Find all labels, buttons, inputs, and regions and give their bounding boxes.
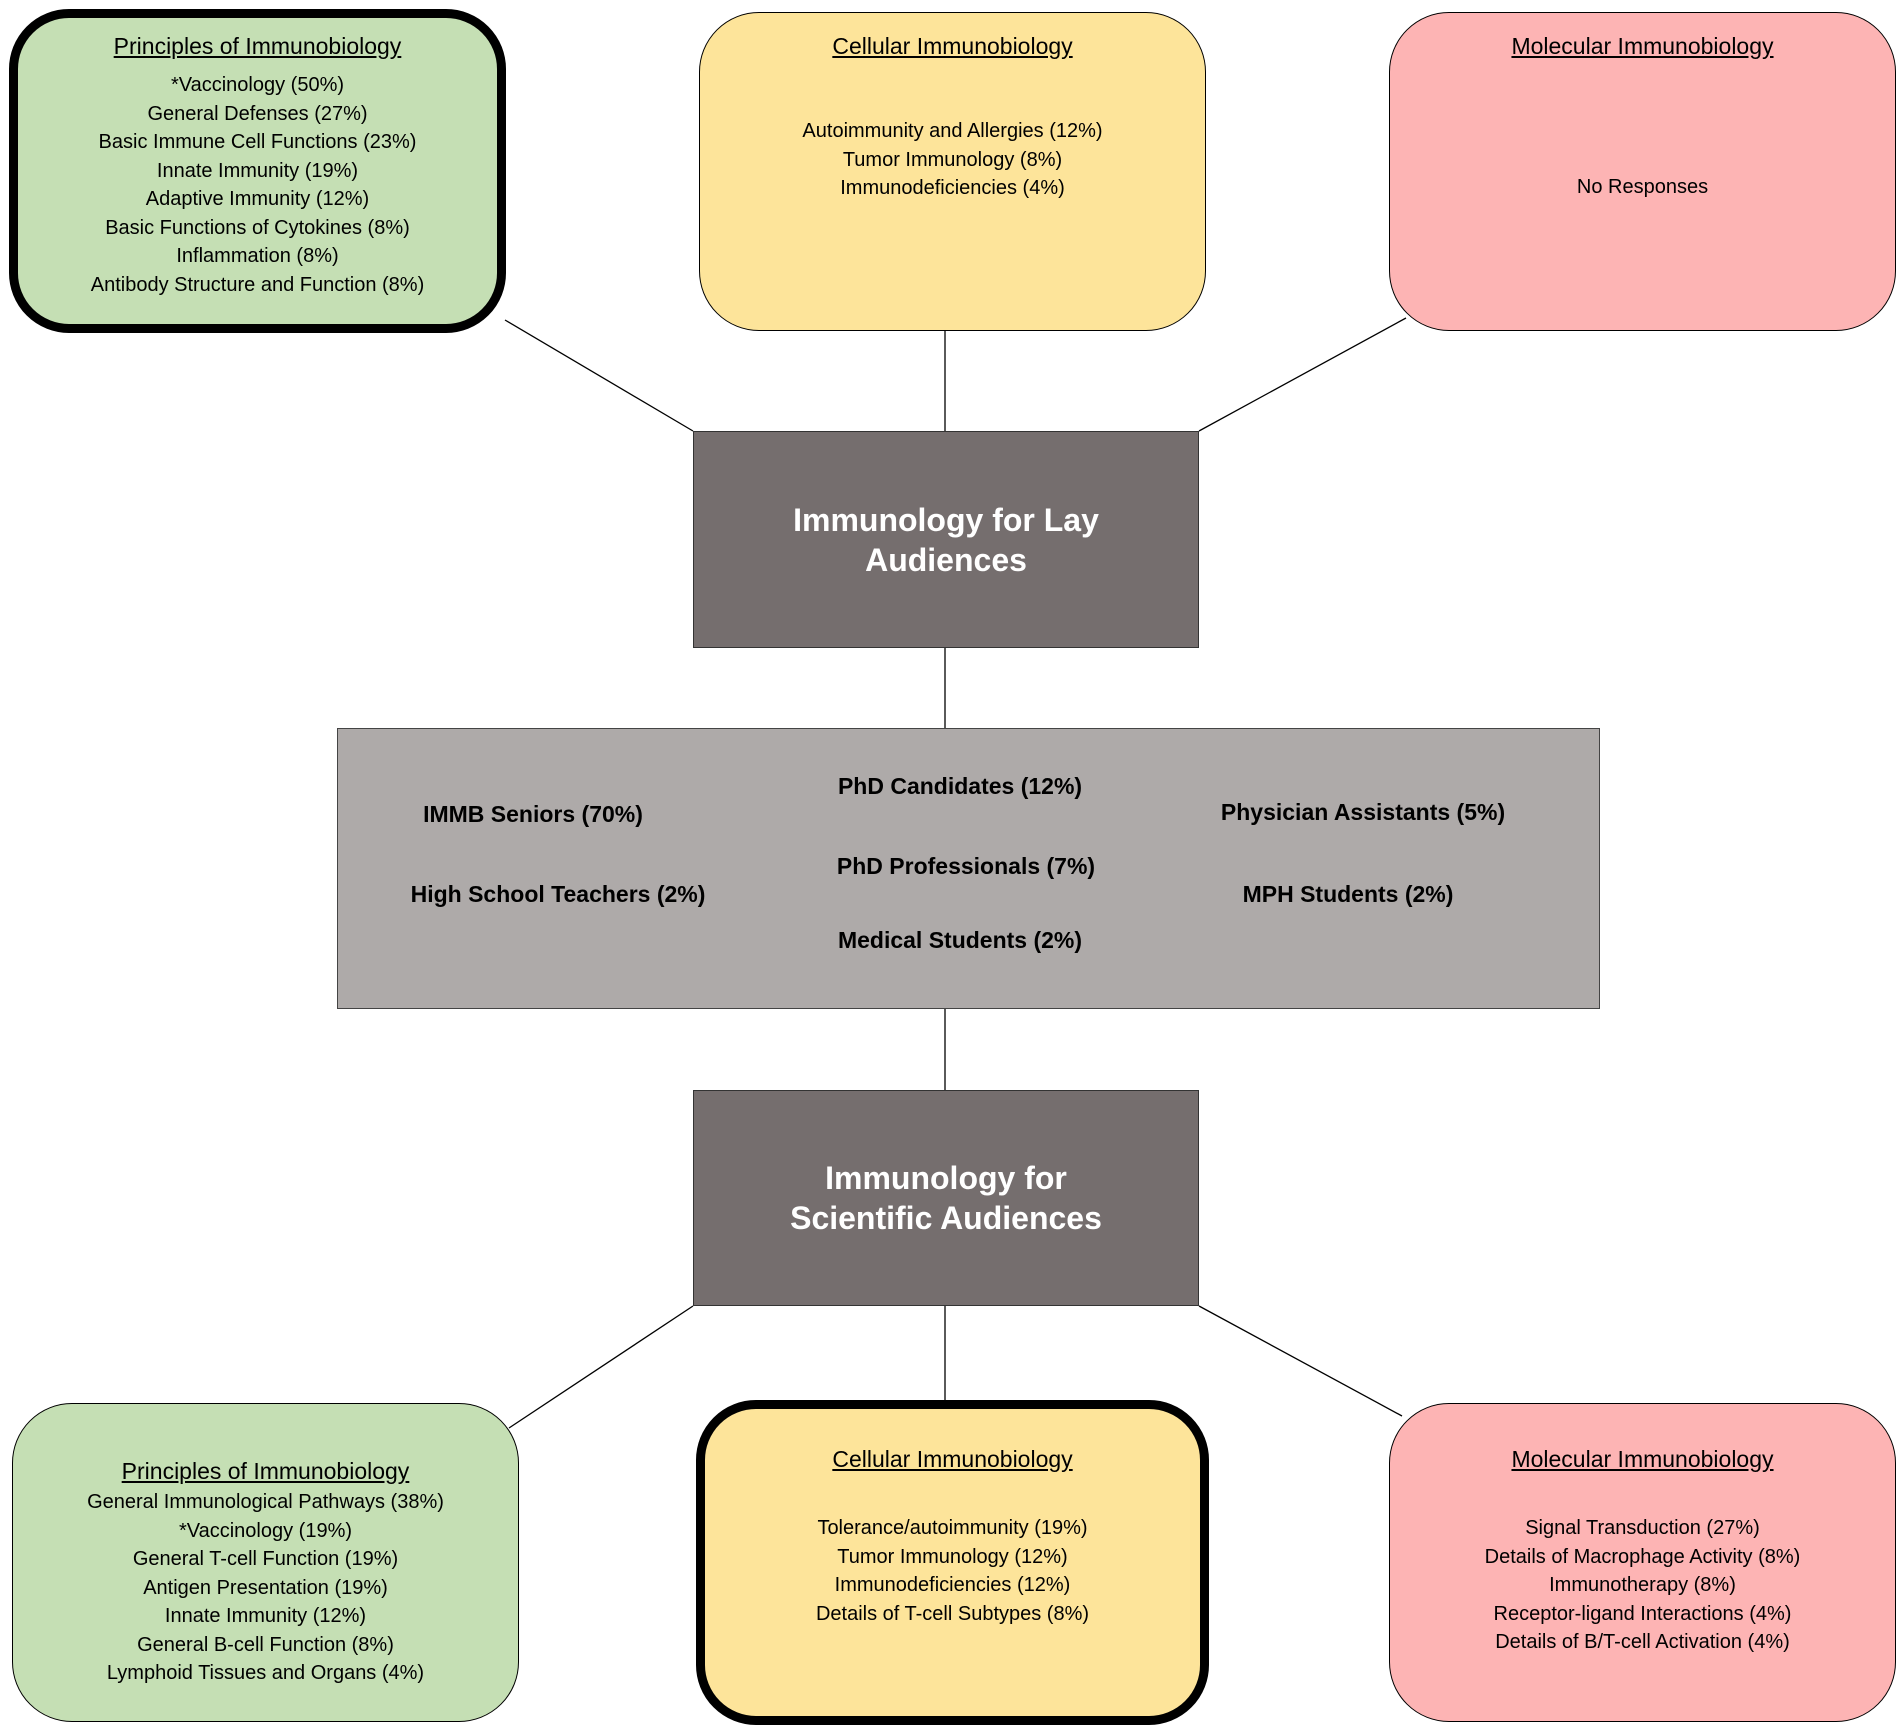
- list-item: Innate Immunity (19%): [156, 159, 359, 182]
- sci-principles-box: Principles of Immunobiology General Immu…: [12, 1403, 519, 1722]
- scientific-audiences-title: Immunology for Scientific Audiences: [790, 1160, 1102, 1236]
- lay-audiences-title: Immunology for Lay Audiences: [793, 501, 1099, 578]
- audience-box: IMMB Seniors (70%) High School Teachers …: [337, 728, 1600, 1009]
- lay-molecular-heading: Molecular Immunobiology: [1511, 33, 1774, 59]
- audience-physician-assistants: Physician Assistants (5%): [1220, 799, 1506, 825]
- sci-molecular-list: Signal Transduction (27%) Details of Mac…: [1390, 1514, 1895, 1657]
- scientific-audiences-hub: Immunology for Scientific Audiences: [693, 1090, 1199, 1306]
- list-item: Basic Immune Cell Functions (23%): [98, 131, 417, 153]
- list-item: Lymphoid Tissues and Organs (4%): [106, 1662, 425, 1684]
- list-item: Innate Immunity (12%): [164, 1605, 367, 1627]
- sci-molecular-box: Molecular Immunobiology Signal Transduct…: [1389, 1403, 1896, 1722]
- sci-principles-list: General Immunological Pathways (38%) *Va…: [13, 1488, 518, 1688]
- list-item: *Vaccinology (19%): [178, 1519, 353, 1542]
- lay-principles-list: *Vaccinology (50%) General Defenses (27%…: [18, 71, 497, 299]
- list-item: Immunodeficiencies (12%): [834, 1574, 1071, 1596]
- lay-cellular-heading: Cellular Immunobiology: [832, 33, 1073, 59]
- sci-cellular-heading: Cellular Immunobiology: [832, 1446, 1073, 1472]
- list-item: General B-cell Function (8%): [137, 1633, 394, 1656]
- list-item: Adaptive Immunity (12%): [145, 188, 370, 210]
- lay-principles-heading: Principles of Immunobiology: [113, 33, 402, 59]
- lay-cellular-box: Cellular Immunobiology Autoimmunity and …: [699, 12, 1206, 331]
- list-item: Tumor Immunology (8%): [842, 148, 1063, 171]
- list-item: Basic Functions of Cytokines (8%): [105, 216, 410, 239]
- list-item: Inflammation (8%): [176, 245, 339, 267]
- list-item: Tolerance/autoimmunity (19%): [817, 1517, 1088, 1539]
- lay-molecular-box: Molecular Immunobiology No Responses: [1389, 12, 1896, 331]
- audience-medical-students: Medical Students (2%): [837, 927, 1083, 953]
- audience-phd-candidates: PhD Candidates (12%): [837, 773, 1083, 799]
- list-item: Details of T-cell Subtypes (8%): [815, 1602, 1090, 1625]
- list-item: Immunodeficiencies (4%): [840, 177, 1065, 199]
- list-item: *Vaccinology (50%): [170, 74, 345, 96]
- connector-sci-principles: [508, 1305, 694, 1429]
- list-item: General T-cell Function (19%): [132, 1548, 399, 1570]
- sci-cellular-box: Cellular Immunobiology Tolerance/autoimm…: [696, 1400, 1209, 1725]
- list-item: Tumor Immunology (12%): [837, 1545, 1068, 1568]
- list-item: Autoimmunity and Allergies (12%): [802, 120, 1103, 142]
- audience-mph-students: MPH Students (2%): [1242, 881, 1454, 907]
- connector-lay-principles: [504, 319, 694, 432]
- lay-cellular-list: Autoimmunity and Allergies (12%) Tumor I…: [700, 117, 1205, 203]
- list-item: Antibody Structure and Function (8%): [90, 273, 425, 296]
- list-item: Signal Transduction (27%): [1525, 1517, 1760, 1539]
- connector-sci-molecular: [1198, 1305, 1403, 1417]
- lay-audiences-hub: Immunology for Lay Audiences: [693, 431, 1199, 648]
- sci-principles-heading: Principles of Immunobiology: [121, 1458, 410, 1484]
- lay-principles-box: Principles of Immunobiology *Vaccinology…: [9, 9, 506, 333]
- list-item: Receptor-ligand Interactions (4%): [1493, 1602, 1792, 1625]
- audience-phd-professionals: PhD Professionals (7%): [836, 853, 1096, 879]
- list-item: General Defenses (27%): [147, 102, 368, 125]
- audience-high-school-teachers: High School Teachers (2%): [410, 881, 706, 907]
- list-item: Details of Macrophage Activity (8%): [1484, 1545, 1801, 1568]
- sci-cellular-list: Tolerance/autoimmunity (19%) Tumor Immun…: [705, 1514, 1200, 1628]
- list-item: General Immunological Pathways (38%): [87, 1491, 444, 1513]
- lay-molecular-note: No Responses: [1576, 176, 1709, 198]
- list-item: Immunotherapy (8%): [1549, 1574, 1736, 1596]
- sci-molecular-heading: Molecular Immunobiology: [1511, 1446, 1774, 1472]
- list-item: Antigen Presentation (19%): [143, 1576, 388, 1599]
- connector-lay-molecular: [1198, 317, 1407, 432]
- audience-immb-seniors: IMMB Seniors (70%): [423, 801, 643, 827]
- list-item: Details of B/T-cell Activation (4%): [1495, 1631, 1790, 1653]
